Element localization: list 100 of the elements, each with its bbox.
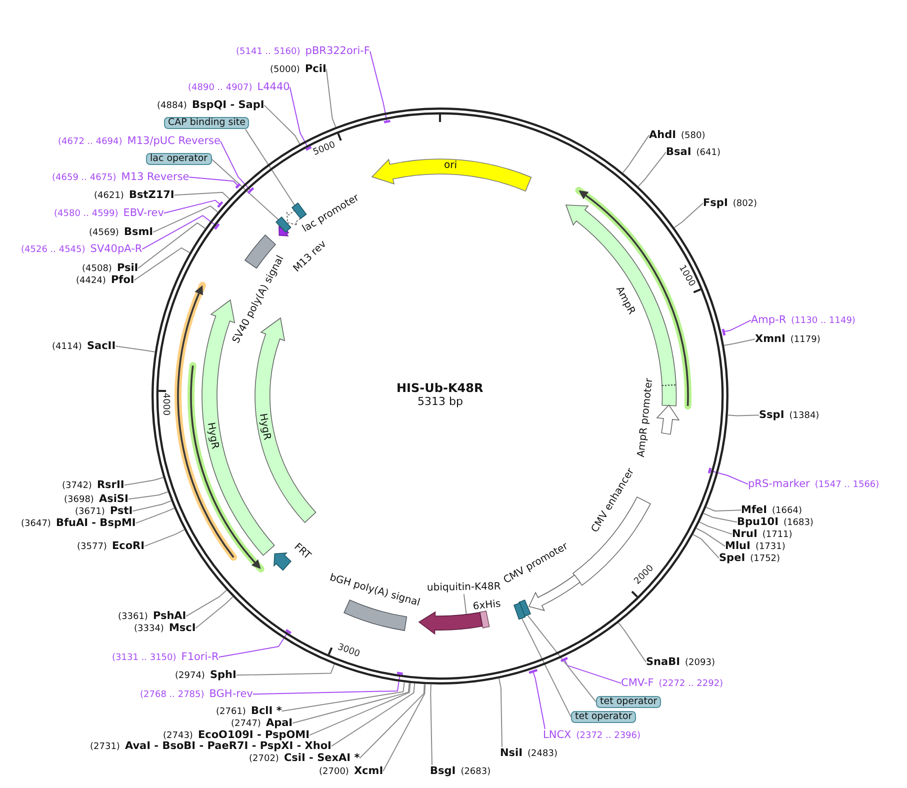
leader-line [292,682,410,724]
leader-line [724,338,756,346]
leader-line [696,528,726,547]
leader-line [498,678,502,748]
leader-line [703,512,738,523]
primer-name: SV40pA-R [90,243,142,255]
leader-line [144,529,185,547]
leader-line [174,192,230,200]
primer-position: (3131 .. 3150) [112,653,176,663]
leader-line [463,594,467,615]
enzyme-name: PfoI [110,274,134,286]
feature-tag: lac operator [146,152,212,166]
enzyme-name: XcmI [354,765,384,777]
site-position: (2761) [216,707,246,717]
feature-label: 6xHis [472,598,502,613]
enzyme-name: PstI [110,505,133,517]
enzyme-name: SspI [759,409,784,421]
site-position: (3361) [118,612,148,622]
feature-label: HygR [204,422,220,450]
leader-line [326,68,336,128]
feature-tag: tet operator [571,710,636,724]
leader-line [142,215,218,250]
feature-label: ori [444,160,458,172]
leader-line [195,596,234,629]
site-position: (1179) [790,335,820,345]
enzyme-name: FspI [703,197,728,209]
leader-line [124,476,164,486]
primer-position: (4890 .. 4907) [188,83,252,93]
enzyme-name: BsaI [666,146,692,158]
site-position: (4884) [157,101,187,111]
site-position: (1664) [772,506,802,516]
leader-line [281,682,405,712]
enzyme-name: BsmI [124,226,154,238]
scale-label: 4000 [160,392,170,416]
primer-name: CMV-F [621,677,654,689]
enzyme-name: SpeI [719,552,746,564]
leader-line [723,320,752,332]
leader-line [521,617,572,718]
enzyme-name: AsiSI [98,493,128,505]
primer-position: (4580 .. 4599) [54,209,118,219]
site-position: (1384) [789,411,820,421]
site-position: (4621) [94,191,124,201]
site-position: (1752) [750,554,780,564]
site-position: (5000) [270,65,300,75]
enzyme-name: PshAI [152,610,186,622]
enzyme-name: NruI [732,528,758,540]
primer-name: M13 Reverse [121,171,190,183]
primer-position: (2768 .. 2785) [140,690,204,700]
primer-position: (5141 .. 5160) [236,47,300,57]
enzyme-name: BsgI [430,765,456,777]
leader-line [692,534,720,559]
leader-line [163,200,222,214]
leader-line [309,682,411,736]
enzyme-name: XmnI [755,333,786,345]
leader-line [727,414,760,416]
feature-label: HygR [256,412,273,441]
leader-line [152,206,218,233]
site-position: (3742) [62,481,92,491]
primer-name: EBV-rev [123,207,164,219]
enzyme-name: BfuAI - BspMI [56,517,136,529]
feature-label: FRT [292,541,313,562]
site-position: (580) [681,131,706,141]
site-position: (2743) [163,731,193,741]
site-position: (4114) [52,342,82,352]
enzyme-name: CsiI - SexAI * [284,752,360,764]
site-position: (2731) [90,742,120,752]
primer-name: pBR322ori-F [305,45,370,57]
site-position: (802) [732,199,758,209]
leader-line [622,134,650,174]
site-position: (4508) [82,264,112,274]
site-position: (1731) [755,542,786,552]
primer-name: F1ori-R [181,651,219,663]
leader-line [359,684,425,759]
leader-line [674,202,704,228]
leader-line [188,176,239,187]
primer-position: (4672 .. 4694) [58,137,122,147]
enzyme-name: MscI [168,622,196,634]
enzyme-name: SphI [210,669,236,681]
enzyme-name: SacII [86,340,116,352]
site-position: (3334) [134,624,164,634]
site-position: (2093) [685,658,715,668]
primer-name: M13/pUC Reverse [127,135,220,147]
primer-position: (4659 .. 4675) [52,173,116,183]
primer-name: Amp-R [751,314,786,326]
feature-tag: CAP binding site [164,116,250,130]
leader-line [532,671,546,730]
site-position: (641) [696,148,720,158]
primer-position: (2272 .. 2292) [658,679,724,689]
leader-line [709,470,748,485]
leader-line [264,104,300,144]
enzyme-name: Bpu10I [737,516,779,528]
primer-name: pRS-marker [748,478,810,490]
plasmid-length: 5313 bp [418,396,463,408]
feature-label: ubiquitin-K48R [426,581,501,594]
site-position: (4569) [89,228,119,238]
site-position: (3577) [77,542,107,552]
scale-label: 3000 [335,642,360,660]
site-position: (2683) [460,767,491,777]
plasmid-name: HIS-Ub-K48R [396,382,484,396]
leader-line [211,158,280,220]
